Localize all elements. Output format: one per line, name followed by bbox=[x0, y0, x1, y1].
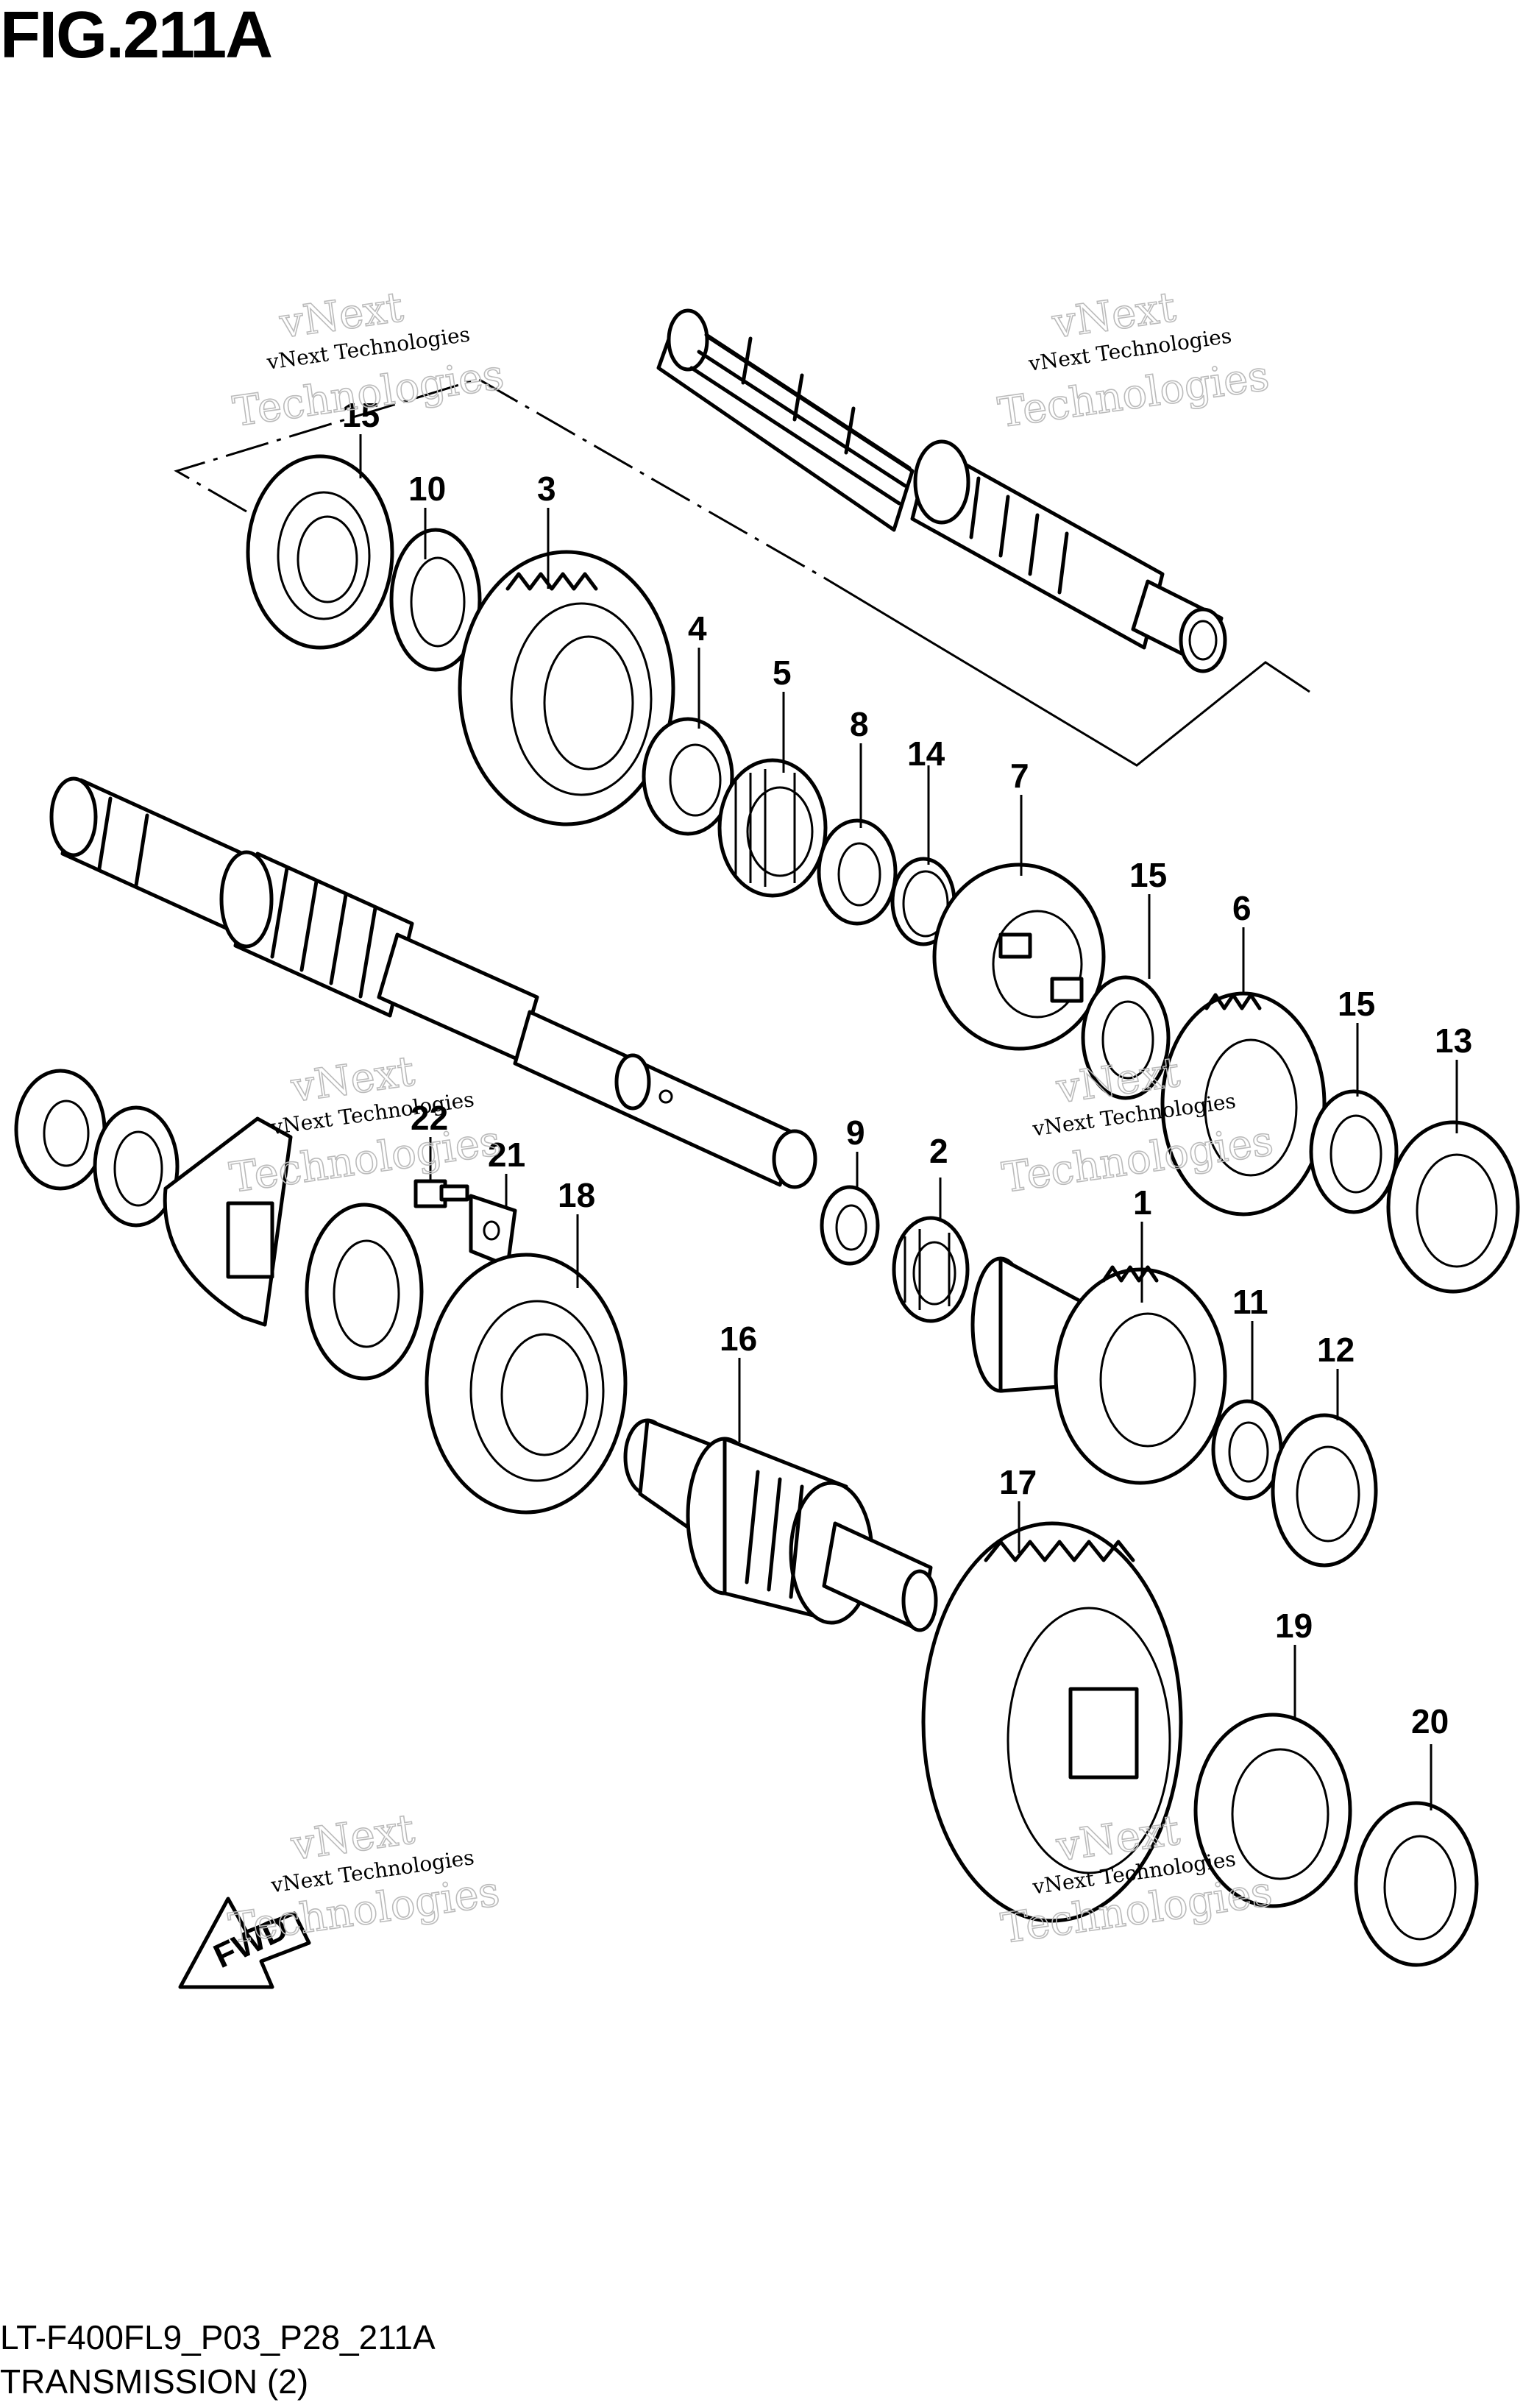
callout-1: 1 bbox=[1133, 1183, 1152, 1222]
driveshaft bbox=[49, 776, 817, 1189]
callout-15-lower: 15 bbox=[1338, 985, 1375, 1023]
watermark-top-left: vNext Technologies vNext Technologies bbox=[230, 283, 508, 436]
callout-9: 9 bbox=[846, 1113, 865, 1152]
callout-leaders bbox=[359, 434, 1458, 1810]
callout-11: 11 bbox=[1232, 1283, 1268, 1321]
callout-6: 6 bbox=[1232, 889, 1252, 927]
part-13-bearing bbox=[1386, 1120, 1520, 1294]
part-9-washer bbox=[820, 1185, 880, 1266]
callout-19: 18 bbox=[558, 1176, 595, 1214]
callout-21: 20 bbox=[1411, 1702, 1449, 1741]
part-15-washer-upper bbox=[1081, 975, 1171, 1100]
callout-7: 7 bbox=[1010, 757, 1029, 795]
part-18-final-gear bbox=[921, 1521, 1183, 1923]
callout-5: 5 bbox=[773, 654, 792, 692]
part-16-bearing bbox=[246, 454, 394, 650]
callout-18: 17 bbox=[999, 1463, 1037, 1501]
countershaft bbox=[656, 308, 1227, 673]
watermark-bottom-left: vNext Technologies vNext Technologies bbox=[225, 1805, 503, 1953]
callout-12: 12 bbox=[1317, 1331, 1355, 1369]
figure-name: TRANSMISSION (2) bbox=[0, 2362, 309, 2401]
part-12-bearing bbox=[1271, 1413, 1378, 1568]
callout-20: 19 bbox=[1275, 1607, 1313, 1645]
oil-seal-left bbox=[14, 1069, 107, 1191]
callout-10: 10 bbox=[408, 470, 446, 508]
callout-2: 2 bbox=[929, 1132, 948, 1170]
callout-17: 16 bbox=[720, 1320, 757, 1358]
part-17-output-shaft bbox=[623, 1418, 938, 1632]
watermark-top-right: vNext Technologies vNext Technologies bbox=[995, 283, 1273, 438]
part-21-oil-seal bbox=[1354, 1801, 1479, 1967]
callout-4: 4 bbox=[688, 609, 707, 648]
part-3-gear bbox=[458, 550, 675, 826]
callout-16: 15 bbox=[342, 396, 380, 434]
part-1-gear bbox=[970, 1256, 1227, 1485]
callout-15-upper: 15 bbox=[1129, 856, 1167, 894]
part-10-washer bbox=[389, 528, 482, 672]
part-4-bushing bbox=[642, 717, 734, 836]
figure-title: FIG.211A bbox=[0, 0, 273, 72]
part-5-needle-bearing bbox=[717, 758, 828, 898]
part-2-needle-bearing bbox=[892, 1216, 970, 1323]
gear-segment bbox=[163, 1116, 293, 1327]
washer-lower-left bbox=[305, 1203, 424, 1381]
callout-labels: 15 10 3 4 5 8 14 7 15 6 15 13 9 2 1 11 1… bbox=[342, 396, 1472, 1741]
part-19-bearing bbox=[425, 1253, 628, 1515]
figure-code: LT-F400FL9_P03_P28_211A bbox=[0, 2318, 436, 2356]
assembly-boundary-lines bbox=[174, 378, 1310, 767]
callout-8: 8 bbox=[850, 705, 869, 743]
callout-22: 21 bbox=[488, 1136, 525, 1174]
washer-left bbox=[93, 1105, 180, 1228]
callout-23: 22 bbox=[411, 1099, 448, 1137]
part-23-bolt bbox=[413, 1179, 469, 1208]
part-7-dog-clutch bbox=[932, 863, 1106, 1051]
part-11-washer bbox=[1211, 1399, 1283, 1501]
part-20-bearing bbox=[1193, 1713, 1352, 1908]
callout-14: 14 bbox=[907, 734, 945, 773]
callout-3: 3 bbox=[537, 470, 556, 508]
part-15-washer-lower bbox=[1309, 1089, 1399, 1214]
part-8-washer bbox=[817, 818, 898, 926]
callout-13: 13 bbox=[1435, 1021, 1472, 1060]
